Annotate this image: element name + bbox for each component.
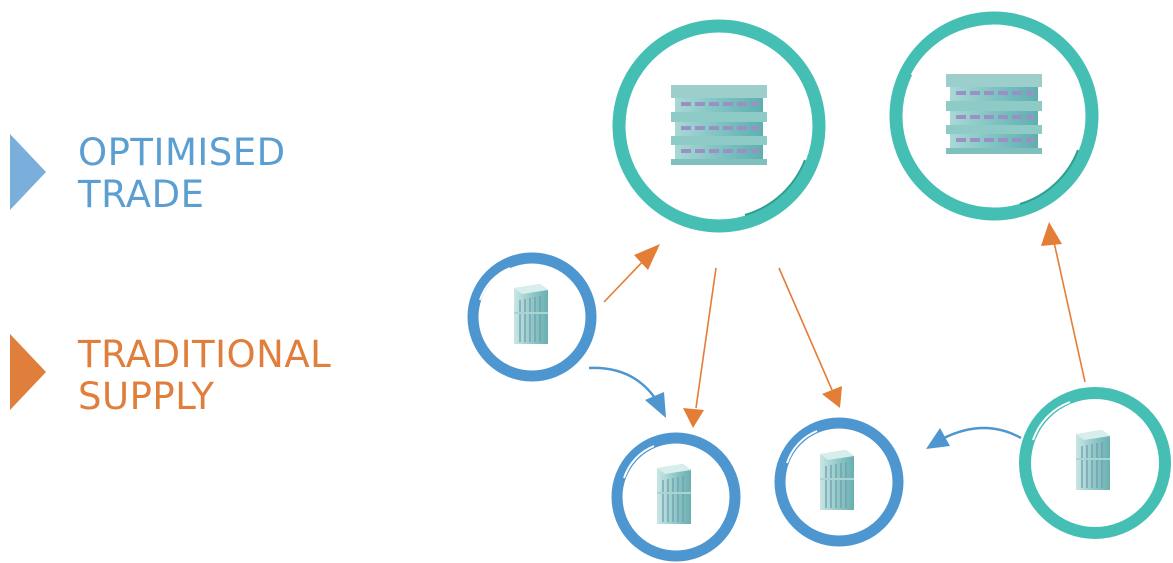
- orange-arrowhead-icon: [634, 244, 660, 270]
- legend-optimised-label: OPTIMISED TRADE: [78, 131, 286, 216]
- site-bottom-left-node: [611, 432, 741, 562]
- optimised-triangle-icon: [10, 134, 46, 210]
- blue-arrowhead-icon: [926, 428, 950, 449]
- tower-building-icon: [819, 449, 855, 511]
- site-right-node: [1019, 387, 1171, 539]
- orange-arrowhead-icon: [822, 386, 842, 408]
- hub-right-node: [889, 11, 1099, 221]
- site-bottom-mid-node: [774, 417, 904, 547]
- legend-traditional-label: TRADITIONAL SUPPLY: [78, 333, 332, 418]
- tower-building-icon: [656, 463, 692, 525]
- edge-site-left-to-hub-left: [603, 244, 660, 303]
- edge-hub-left-to-site-bottom-mid: [778, 267, 842, 408]
- tower-building-icon: [1075, 429, 1111, 491]
- edge-site-right-to-hub-right: [1041, 222, 1086, 383]
- tower-building-icon: [513, 283, 549, 345]
- office-block-icon: [671, 85, 767, 165]
- hub-left-node: [612, 19, 826, 233]
- edge-site-left-to-site-bottom-left: [588, 366, 666, 418]
- orange-arrowhead-icon: [1041, 222, 1062, 246]
- office-block-icon: [946, 74, 1042, 154]
- edge-site-right-to-site-bottom-mid: [926, 426, 1022, 449]
- site-left-node: [467, 252, 597, 382]
- traditional-triangle-icon: [10, 334, 46, 410]
- edge-hub-left-to-site-bottom-left: [683, 267, 717, 428]
- orange-arrowhead-icon: [683, 408, 704, 428]
- blue-arrowhead-icon: [645, 392, 666, 418]
